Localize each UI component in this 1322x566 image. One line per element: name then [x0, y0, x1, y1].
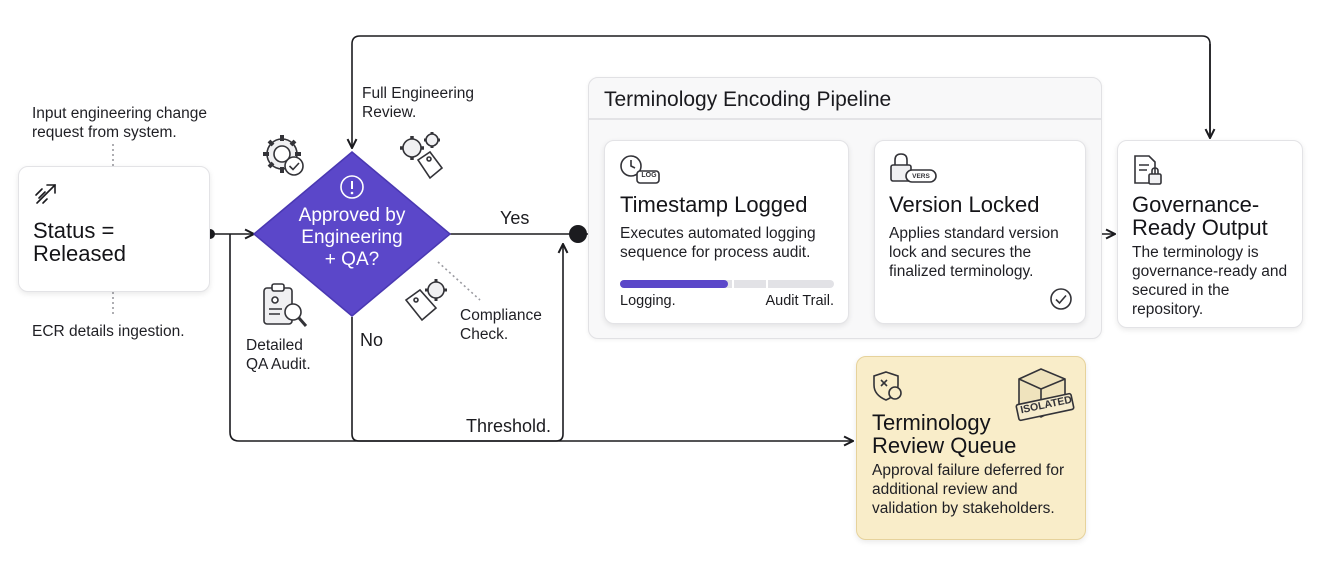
qa-audit-note: Detailed QA Audit.	[246, 337, 311, 373]
input-status-title: Status = Released	[33, 218, 126, 266]
log-badge: LOG	[641, 172, 657, 179]
vers-badge: VERS	[912, 173, 930, 180]
output-title: Governance- Ready Output	[1132, 192, 1268, 240]
input-note-bottom: ECR details ingestion.	[32, 323, 185, 340]
logging-progress-bar	[620, 280, 834, 288]
timestamp-body: Executes automated logging sequence for …	[620, 225, 816, 261]
no-label: No	[360, 330, 384, 350]
version-locked-card: VERS Version Locked Applies standard ver…	[874, 140, 1086, 324]
version-body: Applies standard version lock and secure…	[889, 225, 1059, 280]
review-queue-card: ISOLATED Terminology Review Queue Approv…	[856, 356, 1086, 540]
version-title: Version Locked	[889, 192, 1040, 217]
clipboard-search-icon	[263, 283, 308, 327]
compliance-note: Compliance Check.	[460, 307, 542, 343]
logging-progress-fill	[620, 280, 728, 288]
pipeline-divider	[589, 118, 1101, 120]
output-body: The terminology is governance-ready and …	[1132, 244, 1288, 318]
decision-label: Approved by Engineering + QA?	[298, 205, 406, 270]
shield-x-icon	[873, 371, 902, 401]
progress-right-label: Audit Trail.	[765, 293, 835, 309]
check-circle-icon	[1050, 288, 1072, 310]
input-status-card: Status = Released	[18, 166, 210, 292]
decision-diamond	[252, 151, 452, 317]
isolated-box-icon	[1015, 368, 1075, 422]
gear-check-icon	[263, 135, 304, 176]
review-queue-title: Terminology Review Queue	[872, 410, 1017, 458]
timestamp-card: LOG Timestamp Logged Executes automated …	[604, 140, 849, 324]
input-note-top: Input engineering change request from sy…	[32, 105, 207, 141]
clock-log-icon	[620, 155, 660, 184]
gear-tag-icon	[400, 132, 444, 180]
progress-left-label: Logging.	[620, 293, 676, 309]
timestamp-title: Timestamp Logged	[620, 192, 808, 217]
launch-arrow-icon	[35, 184, 56, 204]
document-lock-icon	[1134, 155, 1162, 185]
tag-gear-icon	[404, 279, 447, 322]
lock-version-icon	[890, 153, 937, 183]
governance-output-card: Governance- Ready Output The terminology…	[1117, 140, 1303, 328]
threshold-label: Threshold.	[466, 416, 552, 436]
pipeline-title: Terminology Encoding Pipeline	[604, 88, 892, 111]
review-queue-body: Approval failure deferred for additional…	[872, 462, 1065, 517]
full-review-note: Full Engineering Review.	[362, 85, 475, 121]
yes-label: Yes	[500, 208, 530, 228]
